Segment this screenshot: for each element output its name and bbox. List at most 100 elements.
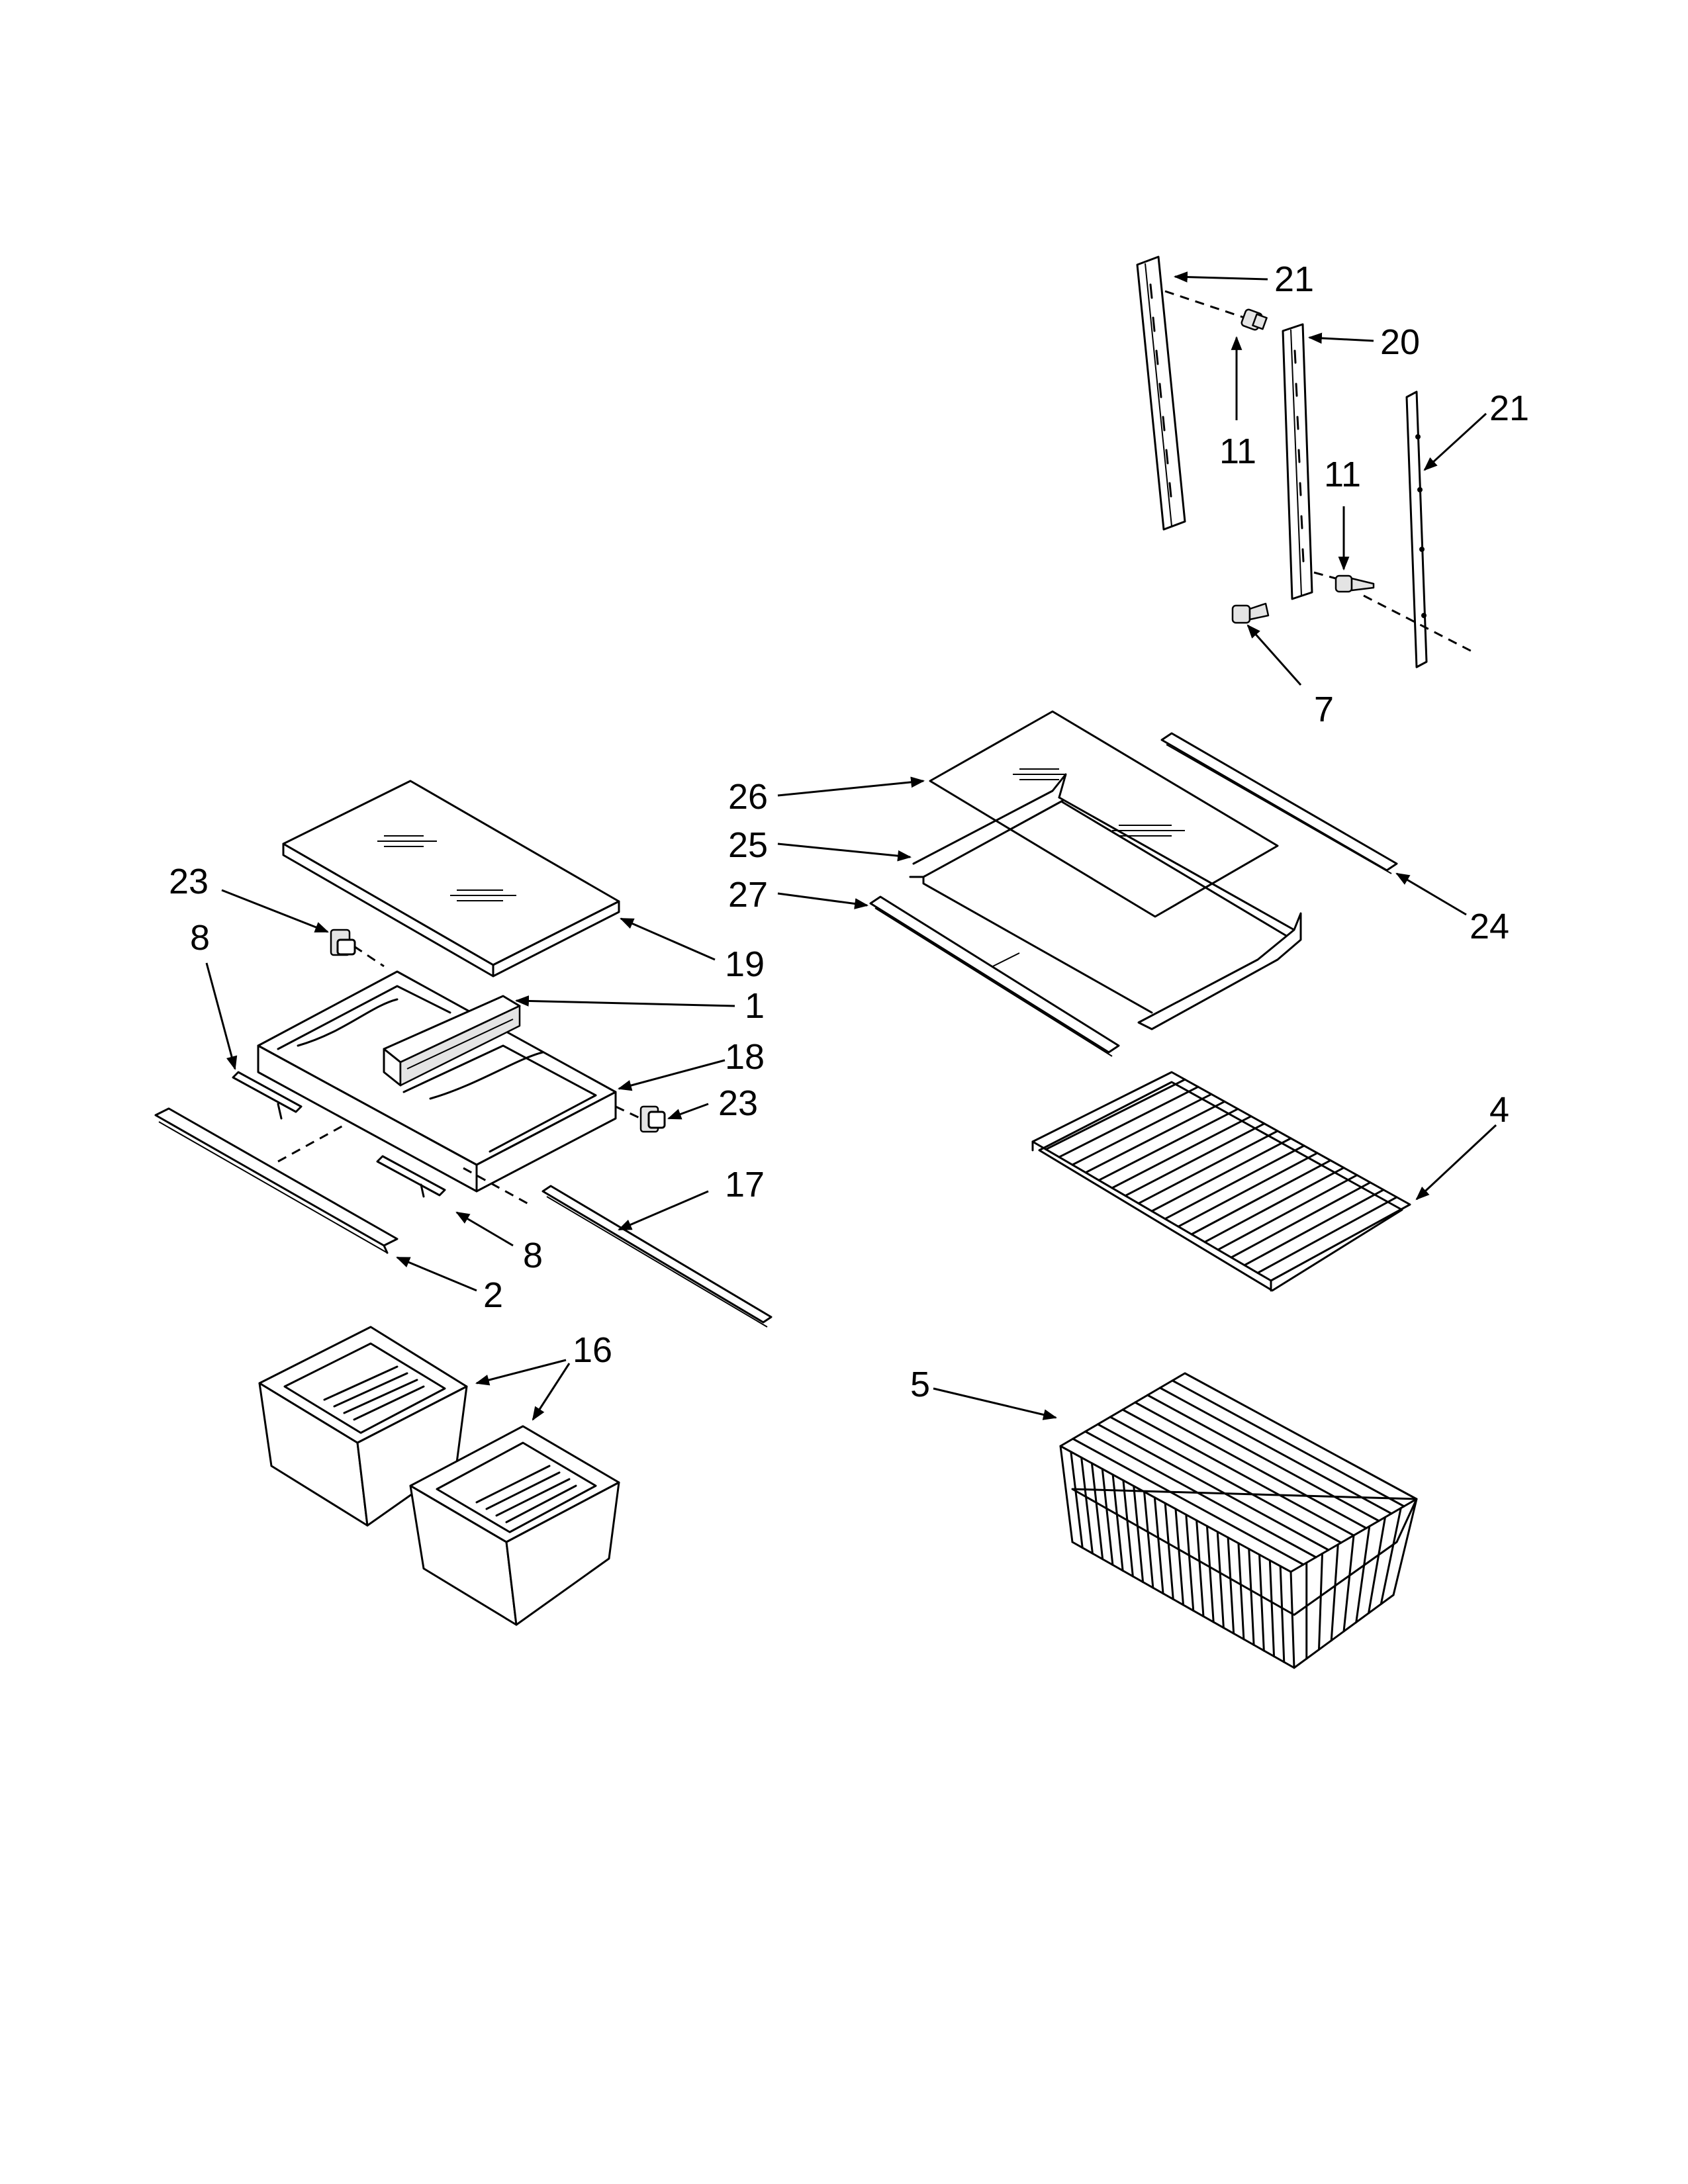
shelf-rail-21-right: [1405, 390, 1428, 668]
basket-wire: [1143, 1490, 1154, 1589]
callout-26: 26: [728, 777, 768, 817]
basket-wire: [1134, 1401, 1368, 1529]
wire-shelf-slat: [1203, 1166, 1345, 1244]
crisper-drawer-16-right: [409, 1425, 620, 1626]
crisper-drawer-16-left: [258, 1326, 468, 1527]
basket-wire: [1258, 1553, 1265, 1652]
wire-shelf-slat: [1217, 1174, 1358, 1251]
front-trim-27: [869, 895, 1120, 1057]
basket-wire: [1121, 1408, 1355, 1537]
wire-shelf-slat: [1098, 1108, 1239, 1181]
callout-8-right: 8: [523, 1236, 543, 1275]
callout-25: 25: [728, 825, 768, 865]
callout-5: 5: [910, 1365, 930, 1404]
callout-2: 2: [483, 1275, 503, 1315]
basket-wire: [1355, 1525, 1371, 1623]
bracket-8-left: [232, 1071, 303, 1120]
basket-wire: [1237, 1542, 1245, 1641]
callout-labels: 21 20 21 11 11 7 26 25 27 24 4 5 23 8 19…: [169, 259, 1529, 1404]
wire-basket-5: [1059, 1372, 1418, 1669]
callout-11-right: 11: [1324, 455, 1361, 494]
basket-wire: [1380, 1507, 1402, 1606]
trim-17: [541, 1185, 773, 1328]
basket-wire: [1171, 1379, 1405, 1508]
shelf-rail-20-center: [1282, 323, 1313, 600]
wire-shelf-slat: [1084, 1100, 1226, 1174]
basket-wire: [1070, 1451, 1084, 1549]
wire-shelf-slat: [1111, 1115, 1252, 1189]
wire-shelf-slat: [1137, 1130, 1279, 1205]
screw-7: [1231, 602, 1270, 624]
wire-shelf-slat: [1058, 1085, 1199, 1158]
basket-wire: [1368, 1516, 1386, 1614]
callout-19: 19: [725, 944, 765, 984]
callout-24: 24: [1470, 907, 1509, 946]
clip-23-right: [639, 1105, 666, 1133]
callout-23-left: 23: [169, 862, 209, 901]
basket-wire: [1227, 1536, 1235, 1635]
basket-wire: [1205, 1525, 1215, 1623]
basket-wire: [1268, 1559, 1276, 1658]
glass-shelf-19: [282, 780, 620, 978]
basket-wire: [1216, 1531, 1225, 1629]
glass-shelf-26: [929, 710, 1279, 918]
wire-shelf-slat: [1190, 1159, 1332, 1236]
basket-wire: [1158, 1387, 1393, 1515]
callout-17: 17: [725, 1165, 765, 1205]
rail-slots: [1149, 283, 1172, 498]
callout-27: 27: [728, 875, 768, 915]
wire-shelf-slat: [1124, 1122, 1266, 1197]
screw-11-lower: [1335, 574, 1375, 593]
basket-wire: [1080, 1456, 1094, 1555]
wire-shelf-slat: [1150, 1137, 1292, 1212]
basket-wire: [1248, 1547, 1255, 1646]
basket-wire: [1072, 1437, 1305, 1566]
shelf-rail-21-left: [1136, 255, 1186, 531]
glass-reflection: [377, 835, 516, 901]
screw-11-upper: [1241, 308, 1268, 331]
trim-2: [154, 1107, 399, 1254]
callout-21-right: 21: [1489, 388, 1529, 428]
wire-shelf-4: [1031, 1071, 1411, 1292]
bracket-8-right: [376, 1155, 446, 1198]
drawer-ribs: [323, 1365, 425, 1421]
rail-slots: [1293, 349, 1305, 563]
basket-wire: [1318, 1553, 1323, 1651]
callout-21-top: 21: [1274, 259, 1314, 299]
basket-wire: [1174, 1508, 1184, 1606]
clip-23-left: [330, 929, 356, 956]
basket-wire: [1101, 1468, 1114, 1567]
callout-11-left: 11: [1219, 432, 1256, 471]
callout-20: 20: [1380, 322, 1420, 362]
wire-shelf-slat: [1045, 1078, 1186, 1151]
basket-wire: [1133, 1484, 1145, 1583]
basket-wire: [1111, 1473, 1124, 1572]
wire-shelf-slat: [1071, 1093, 1213, 1166]
basket-wire: [1342, 1534, 1355, 1633]
drawer-ribs: [475, 1465, 577, 1524]
wire-shelf-slat: [1256, 1196, 1398, 1274]
basket-wire: [1330, 1543, 1339, 1642]
basket-wire: [1084, 1430, 1317, 1559]
wire-shelf-slat: [1164, 1144, 1305, 1220]
callout-18: 18: [725, 1037, 765, 1077]
callout-8-left: 8: [190, 918, 210, 958]
basket-wire: [1196, 1519, 1205, 1617]
wire-shelf-slats: [1045, 1078, 1398, 1274]
basket-wire: [1279, 1565, 1286, 1663]
basket-wire: [1122, 1479, 1134, 1578]
rear-trim-24: [1160, 732, 1398, 874]
leader-lines: [205, 271, 1497, 1421]
callout-4: 4: [1489, 1090, 1509, 1130]
basket-wire: [1109, 1416, 1342, 1544]
callout-16: 16: [573, 1330, 612, 1370]
basket-wire: [1153, 1496, 1164, 1595]
wire-shelf-slat: [1230, 1181, 1372, 1259]
basket-wire: [1096, 1423, 1330, 1551]
crisper-frame-18: [257, 970, 617, 1193]
basket-wire: [1185, 1514, 1195, 1612]
wire-shelf-slat: [1243, 1189, 1385, 1267]
shelf-frame-25: [909, 773, 1302, 1030]
basket-wire: [1090, 1462, 1104, 1561]
